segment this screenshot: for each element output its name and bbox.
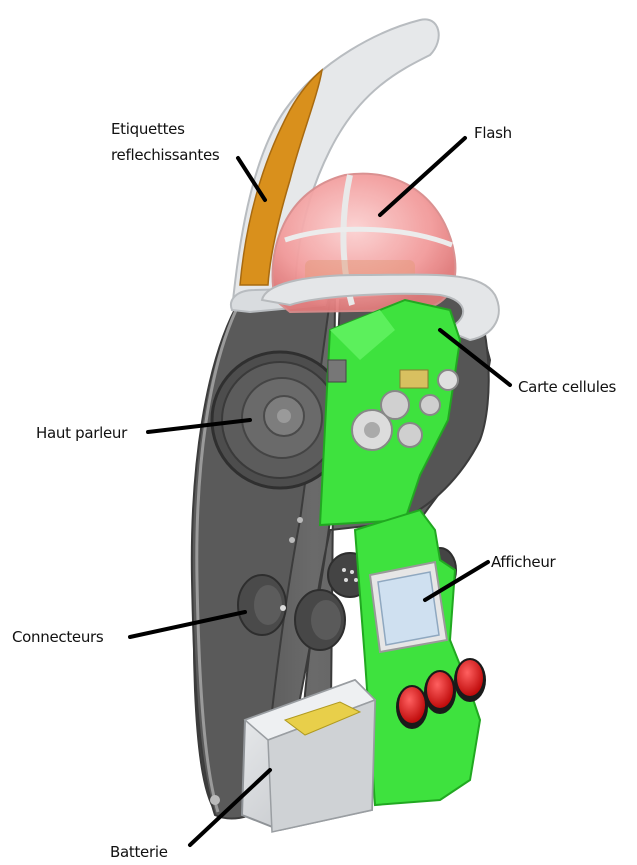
connector-2 [295,590,345,650]
connector-1 [238,575,286,635]
label-flash: Flash [474,124,512,142]
label-batterie: Batterie [110,843,168,861]
red-button-3 [454,658,486,702]
label-carte-cellules: Carte cellules [518,378,617,396]
display-pcb [355,510,486,805]
label-haut-parleur: Haut parleur [36,424,128,442]
red-button-1 [396,685,428,729]
red-button-2 [424,670,456,714]
label-etiquettes-line1: Etiquettes [111,120,185,138]
lcd-display [370,562,447,652]
label-afficheur: Afficheur [491,553,557,571]
label-connecteurs: Connecteurs [12,628,104,646]
label-etiquettes-line2: reflechissantes [111,146,220,164]
